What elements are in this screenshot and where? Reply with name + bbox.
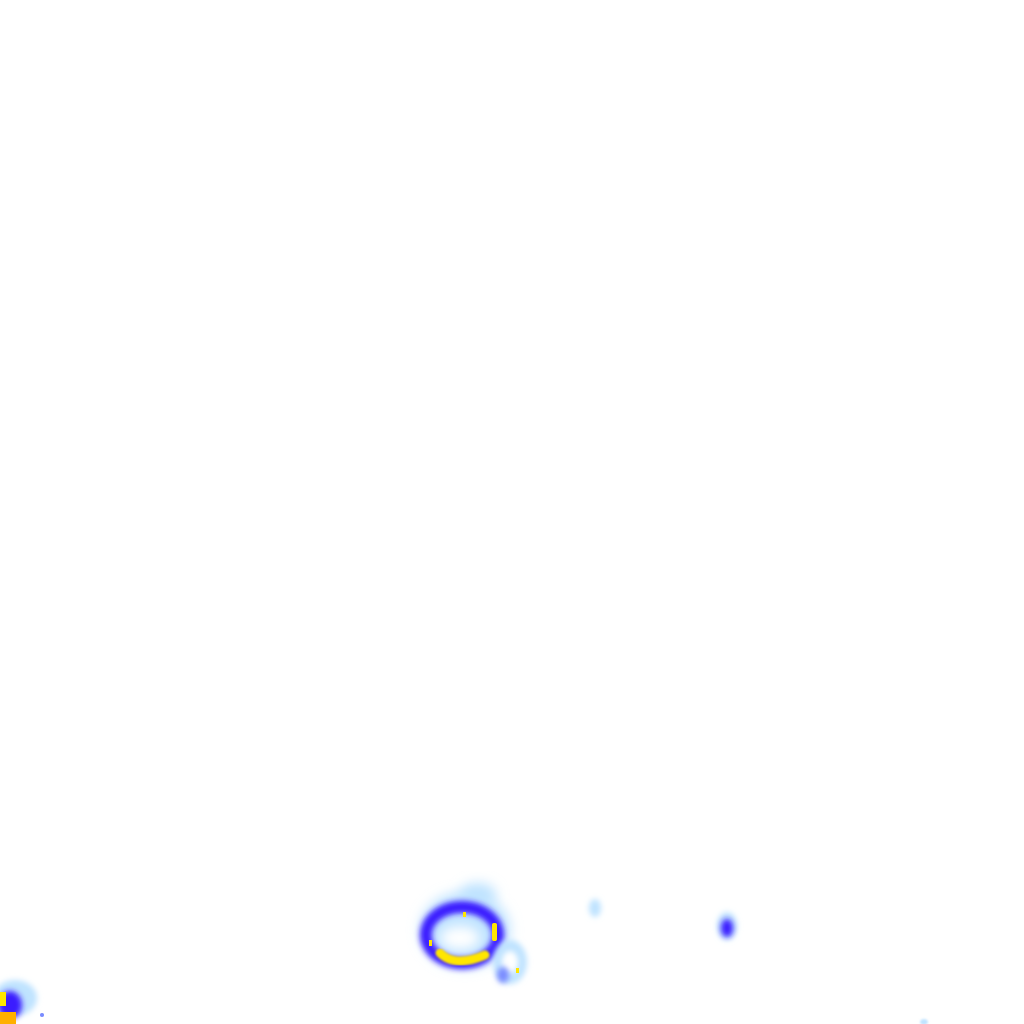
storm-cell-edge: [920, 1019, 928, 1024]
storm-cell-main: [420, 883, 510, 969]
storm-cell-secondary: [493, 940, 527, 984]
storm-cell-bottom-left: [0, 980, 44, 1024]
storm-cell-right: [717, 912, 737, 940]
storm-cell-small: [589, 899, 601, 917]
